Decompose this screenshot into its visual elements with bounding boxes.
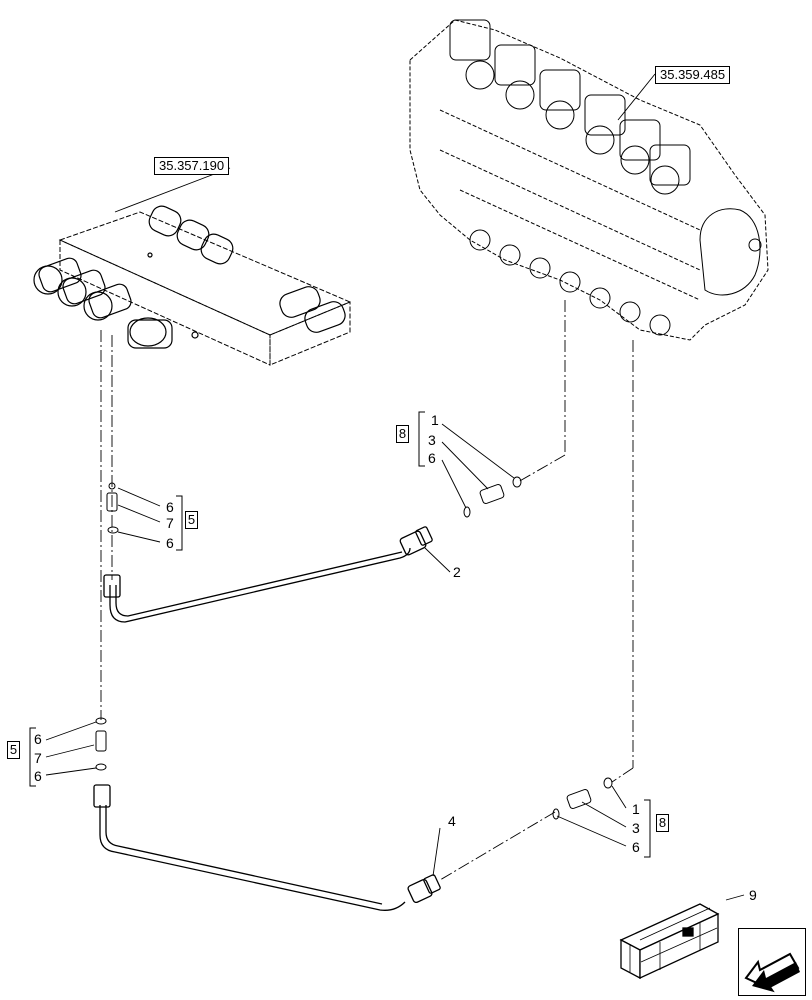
leader-lines bbox=[45, 73, 745, 901]
hydraulic-tube-2 bbox=[103, 526, 433, 623]
hydraulic-tube-4 bbox=[93, 784, 441, 911]
callout-6-low-a: 6 bbox=[34, 731, 42, 747]
callout-4: 4 bbox=[448, 813, 456, 829]
callout-1-bottom: 1 bbox=[632, 801, 640, 817]
fittings-bottom-right bbox=[552, 777, 613, 820]
block-solenoids bbox=[33, 205, 346, 349]
kit-ref-8-bottom[interactable]: 8 bbox=[656, 814, 669, 832]
fittings-low-left bbox=[95, 717, 107, 771]
kit-box-icon bbox=[619, 903, 720, 980]
arrow-down-left-icon bbox=[744, 952, 800, 993]
kit-ref-8-top[interactable]: 8 bbox=[396, 425, 409, 443]
callout-9: 9 bbox=[749, 887, 757, 903]
callout-6-mid-a: 6 bbox=[166, 499, 174, 515]
fittings-top-right bbox=[463, 476, 522, 518]
callout-1-top: 1 bbox=[431, 412, 439, 428]
navigation-arrow-button[interactable] bbox=[738, 928, 806, 996]
callout-2: 2 bbox=[453, 564, 461, 580]
main-control-valve bbox=[409, 19, 769, 341]
callout-7-mid: 7 bbox=[166, 515, 174, 531]
callout-7-low: 7 bbox=[34, 750, 42, 766]
callout-brackets bbox=[29, 411, 651, 858]
callout-6-mid-b: 6 bbox=[166, 535, 174, 551]
kit-ref-5-low[interactable]: 5 bbox=[7, 741, 20, 759]
assembly-lines bbox=[100, 300, 634, 881]
reference-box-left-block[interactable]: 35.357.190 bbox=[154, 157, 230, 175]
callout-6-top: 6 bbox=[428, 450, 436, 466]
callout-6-bottom: 6 bbox=[632, 839, 640, 855]
reference-box-main-valve[interactable]: 35.359.485 bbox=[655, 66, 731, 84]
fittings-mid-left bbox=[106, 482, 119, 534]
solenoid-valve-block bbox=[58, 211, 352, 366]
kit-ref-5-mid[interactable]: 5 bbox=[185, 511, 198, 529]
callout-3-bottom: 3 bbox=[632, 820, 640, 836]
callout-6-low-b: 6 bbox=[34, 768, 42, 784]
callout-3-top: 3 bbox=[428, 432, 436, 448]
